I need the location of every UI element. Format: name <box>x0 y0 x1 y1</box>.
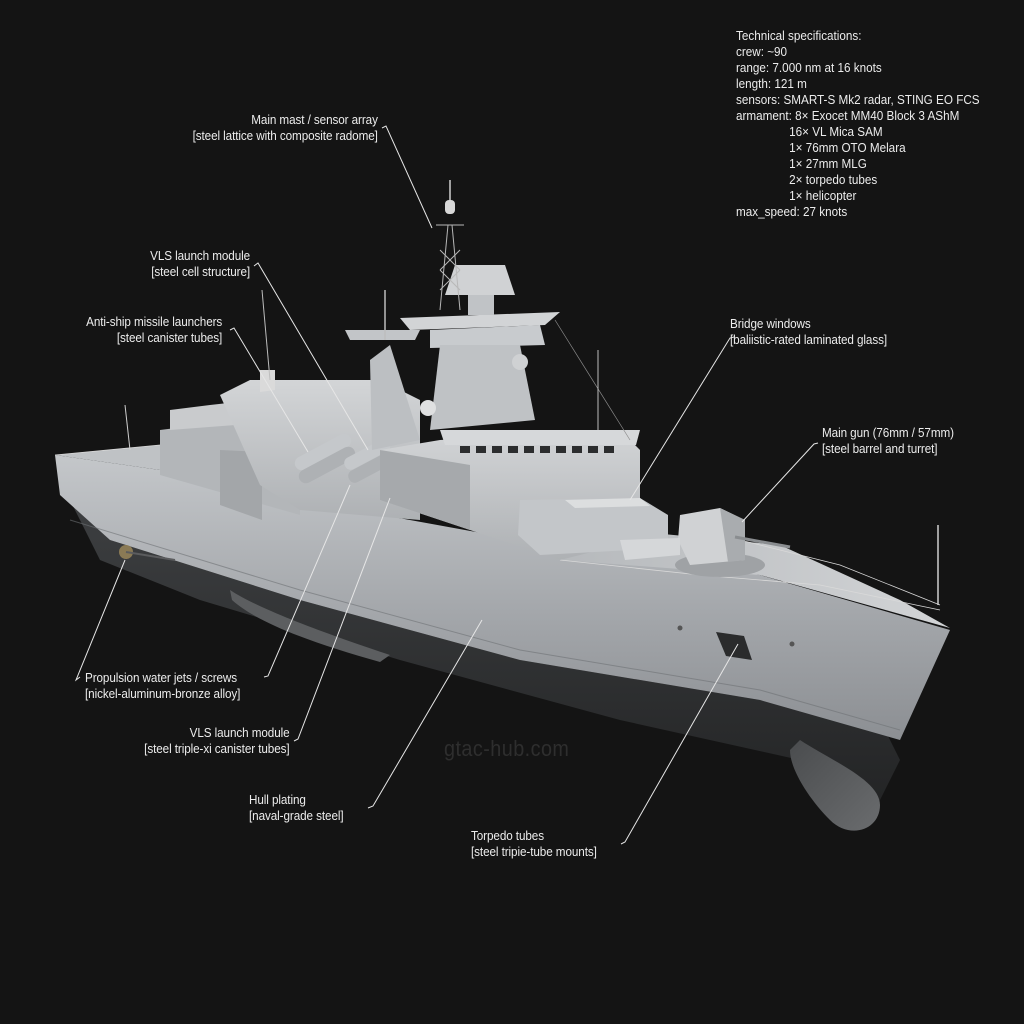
callout-title: VLS launch module <box>190 725 290 740</box>
spec-range: range: 7.000 nm at 16 knots <box>736 60 882 75</box>
satcom-dish <box>512 354 528 370</box>
spec-armament: armament: 8× Exocet MM40 Block 3 AShM <box>736 108 960 123</box>
leader-anti-ship <box>229 327 309 453</box>
callout-hull-plating: Hull plating [naval-grade steel] <box>249 792 344 824</box>
spec-armament-item: 1× 76mm OTO Melara <box>789 140 906 155</box>
callout-material: [steel cell structure] <box>151 264 250 279</box>
main-mast <box>400 180 631 441</box>
leader-vls-upper <box>253 262 369 451</box>
mid-superstructure <box>220 289 420 520</box>
callout-title: Main mast / sensor array <box>251 112 378 127</box>
callout-material: [steel tripie-tube mounts] <box>471 844 597 859</box>
callout-material: [nickel-aluminum-bronze alloy] <box>85 686 241 701</box>
callout-material: [steel barrel and turret] <box>822 441 938 456</box>
callout-title: Propulsion water jets / screws <box>85 670 238 685</box>
bulbous-bow <box>790 740 880 831</box>
callout-vls-upper: VLS launch module [steel cell structure] <box>150 248 250 280</box>
callout-title: Hull plating <box>249 792 306 807</box>
leader-torpedo <box>620 643 739 845</box>
callout-torpedo-tubes: Torpedo tubes [steel tripie-tube mounts] <box>471 828 597 860</box>
technical-specifications-panel: Technical specifications: crew: ~90 rang… <box>736 28 980 220</box>
leader-main-mast <box>381 125 433 229</box>
spec-length: length: 121 m <box>736 76 807 91</box>
callout-vls-lower: VLS launch module [steel triple-xi canis… <box>145 725 290 757</box>
leader-main-gun <box>741 442 819 523</box>
leader-lines <box>74 125 819 845</box>
spec-crew: crew: ~90 <box>736 44 788 59</box>
radome-small <box>420 400 436 416</box>
callout-material: [steel canister tubes] <box>116 330 222 345</box>
lattice-mast <box>436 224 464 311</box>
hangar-door <box>220 450 262 520</box>
hull-side <box>55 455 950 740</box>
keel-fairing <box>230 590 390 662</box>
spec-max-speed: max_speed: 27 knots <box>736 204 848 219</box>
callout-propulsion: Propulsion water jets / screws [nickel-a… <box>85 670 240 702</box>
spec-armament-item: 16× VL Mica SAM <box>789 124 883 139</box>
spec-sensors: sensors: SMART-S Mk2 radar, STING EO FCS <box>736 92 980 107</box>
callout-title: Torpedo tubes <box>471 828 544 843</box>
callout-anti-ship-missiles: Anti-ship missile launchers [steel canis… <box>86 314 222 346</box>
specs-title: Technical specifications: <box>736 28 862 43</box>
callout-material: [steel triple-xi canister tubes] <box>144 741 290 756</box>
callout-material: [baliistic-rated laminated glass] <box>730 332 888 347</box>
lower-hull <box>70 500 900 831</box>
main-gun-turret <box>675 508 791 577</box>
callout-material: [steel lattice with composite radome] <box>192 128 378 143</box>
leader-bridge <box>629 336 735 501</box>
callout-bridge-windows: Bridge windows [baliistic-rated laminate… <box>730 316 887 348</box>
leader-propulsion-b <box>263 484 351 678</box>
spec-armament-item: 2× torpedo tubes <box>789 172 878 187</box>
leader-propulsion <box>74 559 126 682</box>
callout-main-gun: Main gun (76mm / 57mm) [steel barrel and… <box>822 425 954 457</box>
callout-title: Main gun (76mm / 57mm) <box>822 425 954 440</box>
spec-armament-item: 1× 27mm MLG <box>789 156 867 171</box>
callout-title: Anti-ship missile launchers <box>85 314 222 329</box>
leader-vls-lower <box>293 497 391 742</box>
callout-main-mast: Main mast / sensor array [steel lattice … <box>193 112 378 144</box>
eo-director <box>260 370 275 392</box>
spec-armament-item: 1× helicopter <box>789 188 857 203</box>
propeller <box>119 545 176 561</box>
callout-material: [naval-grade steel] <box>249 808 344 823</box>
watermark: gtac-hub.com <box>444 736 570 761</box>
bridge-superstructure <box>380 430 680 560</box>
radar-radome <box>445 265 515 295</box>
bridge-windows <box>460 446 614 453</box>
callout-title: VLS launch module <box>150 248 250 263</box>
leader-hull <box>367 619 483 809</box>
callout-title: Bridge windows <box>730 316 811 331</box>
torpedo-tube-opening <box>716 632 752 660</box>
